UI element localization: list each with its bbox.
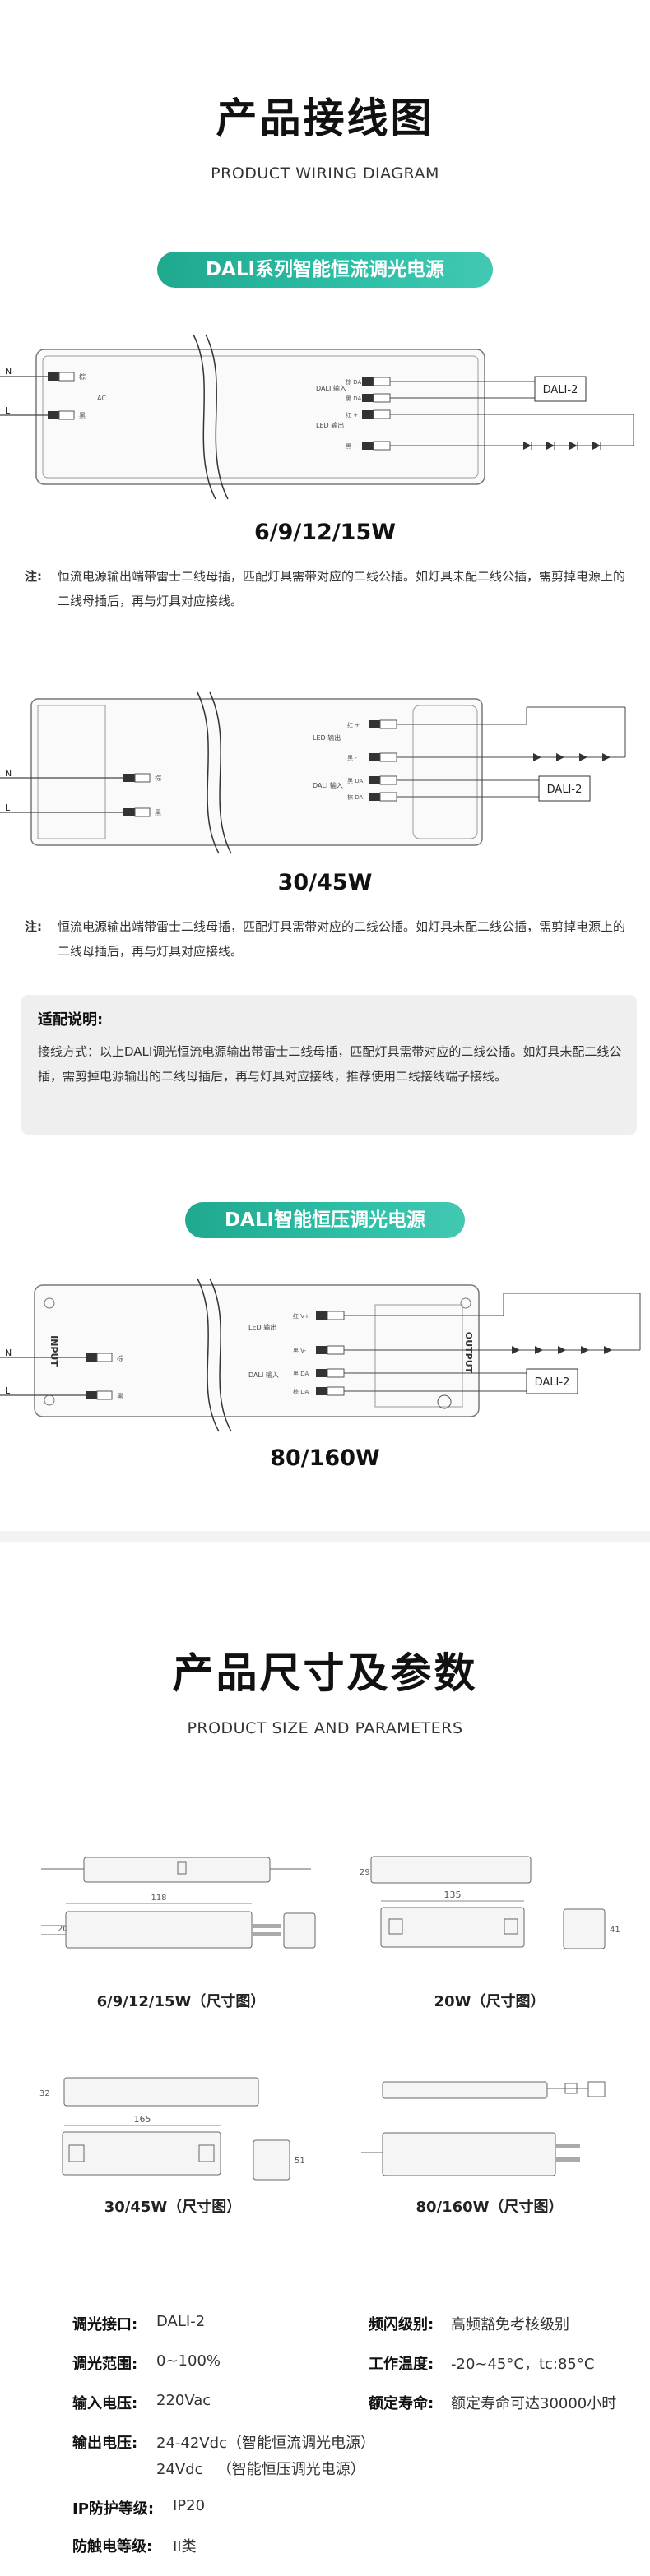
info-title: 适配说明: <box>38 1011 104 1029</box>
d3-term-brn: 棕 <box>117 1354 123 1362</box>
d2-term-bk-da: 黑 DA <box>347 778 363 784</box>
dimension-drawing-2: 29 135 41 <box>360 1856 620 1949</box>
d3-wire-l: L <box>5 1385 11 1396</box>
series1-title: DALI系列智能恒流调光电源 <box>157 252 493 288</box>
d1-ac-label: AC <box>97 395 106 402</box>
size-title: 产品尺寸及参数 <box>172 1649 478 1697</box>
wiring-section: 产品接线图 PRODUCT WIRING DIAGRAM DALI系列智能恒流调… <box>0 95 641 1471</box>
dim3-width: 51 <box>295 2157 305 2166</box>
series2-title: DALI智能恒压调光电源 <box>185 1202 465 1238</box>
dim2-height: 29 <box>360 1868 370 1877</box>
caption-4: 80/160W（尺寸图） <box>416 2199 564 2216</box>
note-2-label: 注: <box>25 919 42 934</box>
dim2-length: 135 <box>444 1889 462 1900</box>
wiring-title: 产品接线图 <box>216 95 434 142</box>
d1-term-bk: 黑 <box>79 412 86 419</box>
d2-dali-in: DALI 输入 <box>313 781 343 789</box>
d2-wire-n: N <box>5 768 12 779</box>
spec-temp-value: -20~45°C，tc:85°C <box>451 2356 595 2373</box>
d2-term-red: 红 + <box>347 721 360 728</box>
dim2-width: 41 <box>610 1926 620 1935</box>
spec-shock-label: 防触电等级: <box>72 2538 153 2555</box>
size-subtitle: PRODUCT SIZE AND PARAMETERS <box>187 1719 463 1737</box>
spec-input-label: 输入电压: <box>72 2395 138 2412</box>
wiring-diagram-1: 棕 黑 AC N L DALI 输入 LED 输出 棕 DA 黑 DA 红 + … <box>0 334 634 500</box>
spec-output-label: 输出电压: <box>72 2435 138 2452</box>
wiring-diagram-3: INPUT OUTPUT 棕 黑 N L LED 输出 DALI 输入 红 V+… <box>0 1278 641 1432</box>
model-label-3: 80/160W <box>270 1445 380 1471</box>
d3-term-bk-v: 黑 V- <box>293 1348 307 1354</box>
spec-flicker-value: 高频豁免考核级别 <box>451 2316 569 2333</box>
d1-led-out: LED 输出 <box>316 421 344 429</box>
spec-dim-range-label: 调光范围: <box>72 2356 138 2373</box>
d2-led-out: LED 输出 <box>313 733 341 742</box>
dimension-drawing-3: 32 165 51 <box>39 2077 305 2181</box>
note-1-label: 注: <box>25 569 42 584</box>
d3-dali-in: DALI 输入 <box>248 1371 279 1379</box>
caption-3: 30/45W（尺寸图） <box>104 2199 242 2216</box>
dim1-height: 20 <box>58 1925 68 1934</box>
dim1-length: 118 <box>151 1894 166 1903</box>
spec-input-value: 220Vac <box>156 2392 211 2409</box>
spec-ip-label: IP防护等级: <box>72 2500 155 2518</box>
dimension-drawing-1: 118 20 <box>41 1857 316 1949</box>
spec-output-value-2: 24Vdc （智能恒压调光电源） <box>156 2461 365 2478</box>
spec-life-label: 额定寿命: <box>369 2395 434 2412</box>
spec-dim-interface-value: DALI-2 <box>156 2313 206 2330</box>
d1-term-bk-da: 黑 DA <box>346 395 361 402</box>
size-params-section: 产品尺寸及参数 PRODUCT SIZE AND PARAMETERS 118 … <box>0 1542 650 2576</box>
note-1-text: 恒流电源输出端带雷士二线母插，匹配灯具需带对应的二线公插。如灯具未配二线公插，需… <box>58 569 626 608</box>
d2-term-brn: 棕 <box>155 774 161 782</box>
d1-term-red: 红 + <box>346 411 358 419</box>
d1-term-brn: 棕 <box>79 372 86 381</box>
note-2-text: 恒流电源输出端带雷士二线母插，匹配灯具需带对应的二线公插。如灯具未配二线公插，需… <box>58 919 626 959</box>
d1-term-bk-minus: 黑 - <box>346 443 355 450</box>
d1-wire-l: L <box>5 405 11 416</box>
model-label-2: 30/45W <box>277 870 373 895</box>
d3-output-label: OUTPUT <box>463 1332 474 1374</box>
adaptation-info-box: 适配说明: 接线方式：以上DALI调光恒流电源输出带雷士二线母插，匹配灯具需带对… <box>21 995 637 1135</box>
d2-term-bk: 黑 <box>155 809 161 816</box>
spec-ip-value: IP20 <box>173 2497 206 2514</box>
model-label-1: 6/9/12/15W <box>253 520 397 545</box>
d1-wire-n: N <box>5 366 12 377</box>
spec-temp-label: 工作温度: <box>369 2356 434 2373</box>
d3-term-bk: 黑 <box>117 1393 123 1400</box>
d3-dali2: DALI-2 <box>535 1376 570 1389</box>
dim3-length: 165 <box>134 2114 151 2125</box>
d3-input-label: INPUT <box>49 1335 59 1367</box>
dimension-drawing-4 <box>361 2081 606 2176</box>
wiring-subtitle: PRODUCT WIRING DIAGRAM <box>211 164 439 183</box>
d1-dali-in: DALI 输入 <box>316 384 346 392</box>
note-1: 注: 恒流电源输出端带雷士二线母插，匹配灯具需带对应的二线公插。如灯具未配二线公… <box>25 564 629 613</box>
caption-1: 6/9/12/15W（尺寸图） <box>96 1993 266 2010</box>
spec-output-value-1: 24-42Vdc（智能恒流调光电源） <box>156 2435 375 2452</box>
d3-wire-n: N <box>5 1348 12 1358</box>
spec-life-value: 额定寿命可达30000小时 <box>451 2395 617 2412</box>
dim3-height: 32 <box>39 2089 50 2098</box>
note-2: 注: 恒流电源输出端带雷士二线母插，匹配灯具需带对应的二线公插。如灯具未配二线公… <box>25 914 629 964</box>
d2-wire-l: L <box>5 802 11 813</box>
info-text: 接线方式：以上DALI调光恒流电源输出带雷士二线母插，匹配灯具需带对应的二线公插… <box>38 1044 622 1084</box>
d3-term-brn-da: 棕 DA <box>293 1388 309 1395</box>
d1-term-brn-da: 棕 DA <box>346 378 361 386</box>
d2-term-brn-da: 棕 DA <box>347 793 363 801</box>
spec-flicker-label: 频闪级别: <box>369 2316 434 2333</box>
spec-shock-value: II类 <box>173 2538 197 2555</box>
wiring-diagram-2: 棕 黑 N L LED 输出 DALI 输入 红 + 黑 - 黑 DA 棕 DA… <box>0 691 626 854</box>
caption-2: 20W（尺寸图） <box>434 1993 546 2010</box>
d3-term-bk-da: 黑 DA <box>293 1371 309 1377</box>
d2-term-bk-minus: 黑 - <box>347 755 357 761</box>
d1-dali2: DALI-2 <box>543 384 578 396</box>
spec-dim-range-value: 0~100% <box>156 2352 221 2370</box>
d3-led-out: LED 输出 <box>248 1323 276 1331</box>
d2-dali2: DALI-2 <box>547 784 583 796</box>
spec-dim-interface-label: 调光接口: <box>72 2316 138 2333</box>
d3-term-red-v: 红 V+ <box>293 1312 309 1320</box>
